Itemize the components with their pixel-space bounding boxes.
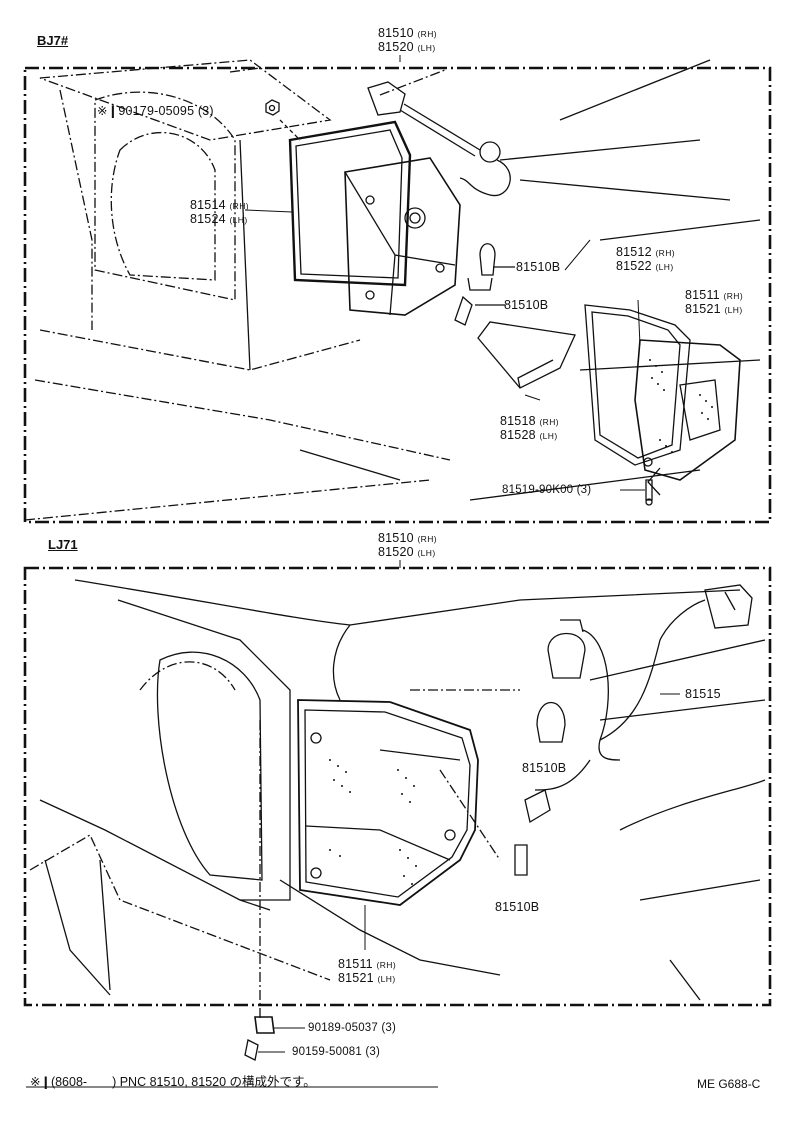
- bottom-bulbs: [514, 701, 566, 876]
- top-bulb-lower-label: 81510B: [504, 298, 549, 312]
- top-bulbs: [454, 243, 515, 326]
- top-lamp-assy-label: 81510 (RH) 81520 (LH): [378, 27, 437, 55]
- top-socket-wiring: [367, 81, 511, 197]
- side-suffix: (LH): [417, 43, 436, 53]
- part-number: 81512: [616, 245, 652, 259]
- top-reflector-label: 81518 (RH) 81528 (LH): [500, 415, 559, 443]
- bottom-leader-lines: [258, 560, 680, 1053]
- top-section-frame: [23, 66, 772, 524]
- part-number: 81520: [378, 545, 414, 559]
- bottom-lamp-assy-label: 81510 (RH) 81520 (LH): [378, 532, 437, 560]
- section-code-top: BJ7#: [37, 33, 69, 48]
- top-nut: [265, 99, 301, 141]
- top-lens-label: 81511 (RH) 81521 (LH): [685, 289, 743, 317]
- side-suffix: (RH): [229, 201, 249, 211]
- side-suffix: (RH): [417, 534, 437, 544]
- side-suffix: (LH): [417, 548, 436, 558]
- side-suffix: (RH): [376, 960, 397, 970]
- part-number: 81511: [338, 957, 373, 971]
- section-code-bottom: LJ71: [48, 537, 78, 552]
- side-suffix: (LH): [539, 431, 558, 441]
- bottom-socket-wiring: [534, 584, 753, 791]
- bottom-section-frame: [23, 566, 772, 1007]
- bottom-lamp-lens: [297, 699, 479, 906]
- bottom-stipple: [329, 759, 417, 885]
- side-suffix: (RH): [723, 291, 744, 301]
- bottom-bulb-lower-label: 81510B: [495, 900, 540, 914]
- side-suffix: (RH): [417, 29, 437, 39]
- footnote: ※❙(8608- ) PNC 81510, 81520 の構成外です。: [30, 1075, 316, 1089]
- top-bulb-upper-label: 81510B: [516, 260, 561, 274]
- top-screw: [645, 479, 653, 506]
- top-stipple: [649, 359, 713, 453]
- part-number: 81520: [378, 40, 414, 54]
- bottom-lens-label: 81511 (RH) 81521 (LH): [338, 958, 396, 986]
- part-number: 81518: [500, 414, 536, 428]
- bottom-clip-label: 90189-05037 (3): [308, 1022, 397, 1034]
- bottom-clip-and-screw: [244, 1016, 275, 1061]
- part-number: 81521: [685, 302, 721, 316]
- top-nut-label: ※❙90179-05095 (3): [97, 104, 214, 118]
- bottom-screw-label: 90159-50081 (3): [292, 1046, 381, 1058]
- bottom-bulb-upper-label: 81510B: [522, 761, 567, 775]
- part-number: 81524: [190, 212, 226, 226]
- top-housing-label: 81514 (RH) 81524 (LH): [190, 199, 249, 227]
- side-suffix: (LH): [724, 305, 743, 315]
- side-suffix: (LH): [229, 215, 248, 225]
- top-socket-lens-label: 81512 (RH) 81522 (LH): [616, 246, 675, 274]
- top-vehicle-body: [24, 59, 761, 521]
- part-number: 81528: [500, 428, 536, 442]
- part-number: 81510: [378, 26, 414, 40]
- side-suffix: (RH): [655, 248, 675, 258]
- side-suffix: (RH): [539, 417, 559, 427]
- part-number: 81510: [378, 531, 414, 545]
- part-number: 81522: [616, 259, 652, 273]
- bottom-vehicle-body: [29, 579, 766, 1020]
- side-suffix: (LH): [377, 974, 396, 984]
- part-number: 81514: [190, 198, 226, 212]
- top-screw-label: 81519-90K00 (3): [502, 484, 592, 496]
- top-reflector: [477, 321, 576, 389]
- part-number: 81521: [338, 971, 374, 985]
- top-leader-lines: [244, 55, 645, 491]
- diagram-code: ME G688-C: [697, 1077, 761, 1091]
- side-suffix: (LH): [655, 262, 674, 272]
- top-lamp-housing: [344, 157, 461, 316]
- top-lens-assy: [584, 299, 741, 496]
- top-housing-gasket: [288, 120, 412, 287]
- part-number: 81511: [685, 288, 720, 302]
- bottom-wiring-label: 81515: [685, 687, 721, 701]
